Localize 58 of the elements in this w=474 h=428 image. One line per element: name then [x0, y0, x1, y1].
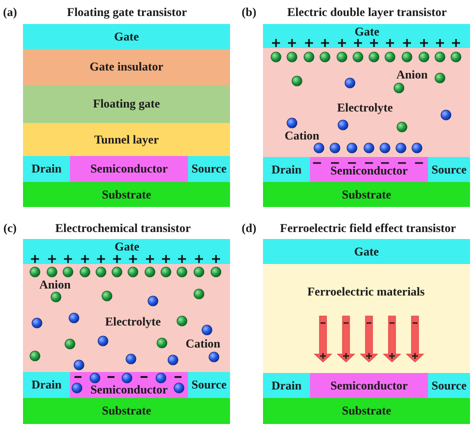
layer-label: Semiconductor — [90, 384, 168, 396]
drain-region — [23, 156, 70, 182]
layer-label: Semiconductor — [90, 162, 168, 176]
layer-label: Tunnel layer — [94, 133, 159, 146]
source-region — [428, 157, 470, 182]
substrate-layer — [263, 182, 470, 207]
tunnel-layer — [23, 123, 230, 156]
source-region — [428, 373, 470, 398]
drain-region — [263, 157, 310, 182]
layer-label: Drain — [32, 162, 62, 176]
source-region — [188, 372, 230, 398]
substrate-layer — [263, 398, 470, 424]
substrate-layer — [23, 182, 230, 207]
layer-label: Gate — [354, 26, 380, 38]
layer-label: Electrolyte — [337, 102, 393, 114]
panel-title: Electric double layer transistor — [287, 5, 447, 19]
panel-letter: (b) — [242, 5, 256, 19]
ion-label: Cation — [186, 338, 220, 350]
layer-label: Gate insulator — [90, 60, 164, 74]
layer-label: Substrate — [102, 188, 152, 201]
gate-layer — [263, 239, 470, 264]
drain-region — [263, 373, 310, 398]
insulator-layer — [23, 49, 230, 85]
panel-letter: (d) — [242, 221, 256, 235]
ferroelectric-layer — [263, 264, 470, 373]
gate-layer — [263, 24, 470, 48]
panel-title: Floating gate transistor — [67, 5, 187, 19]
layer-label: Drain — [32, 378, 62, 392]
ion-label: Anion — [39, 278, 71, 292]
layer-label: Source — [191, 378, 227, 392]
layer-label: Substrate — [342, 188, 392, 201]
panel-letter: (c) — [3, 221, 17, 235]
panel-letter: (a) — [3, 5, 17, 19]
gate-layer — [23, 24, 230, 49]
gate-layer — [23, 239, 230, 264]
ion-label: Cation — [284, 130, 320, 142]
layer-label: Substrate — [342, 404, 392, 418]
layer-label: Drain — [272, 379, 302, 392]
layer-label: Gate — [114, 30, 139, 43]
substrate-layer — [23, 398, 230, 424]
layer-label: Ferroelectric materials — [307, 286, 425, 298]
layer-label: Electrolyte — [105, 316, 161, 328]
ion-label: Anion — [396, 68, 428, 82]
layer-label: Source — [431, 379, 467, 392]
layer-label: Gate — [114, 240, 140, 254]
layer-label: Floating gate — [93, 98, 160, 110]
layer-label: Semiconductor — [330, 379, 408, 392]
layer-label: Source — [431, 163, 467, 176]
layer-label: Semiconductor — [330, 164, 408, 178]
layer-label: Substrate — [102, 404, 152, 418]
source-region — [188, 156, 230, 182]
drain-region — [23, 372, 70, 398]
layer-label: Source — [191, 162, 227, 176]
panel-title: Ferroelectric field effect transistor — [280, 221, 456, 235]
floating-gate-layer — [23, 85, 230, 123]
panel-title: Electrochemical transistor — [55, 221, 191, 235]
layer-label: Drain — [272, 163, 302, 176]
layer-label: Gate — [354, 245, 379, 258]
